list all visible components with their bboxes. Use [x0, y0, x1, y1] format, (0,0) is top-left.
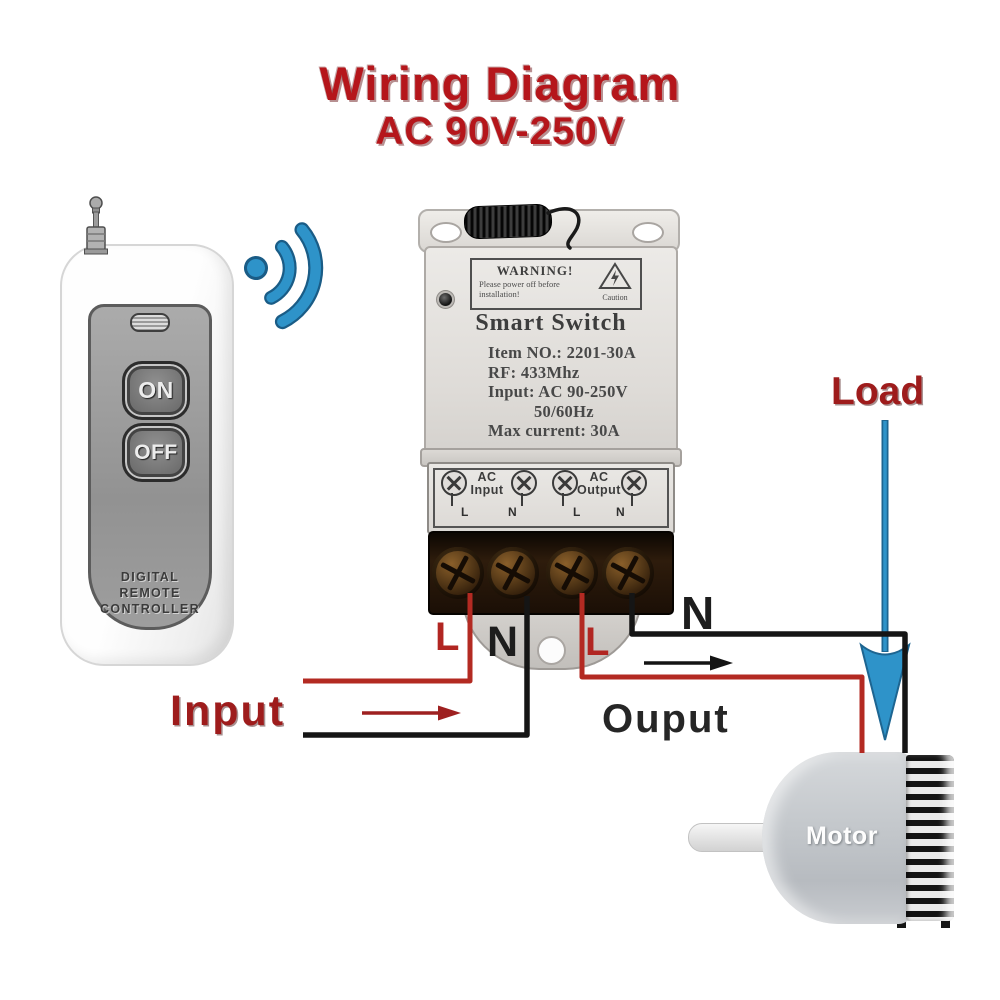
warning-line1: Please power off before — [479, 279, 560, 289]
terminal-boss-icon — [602, 547, 654, 599]
switch-name: Smart Switch — [475, 310, 627, 336]
remote-brand-line2: CONTROLLER — [100, 602, 200, 616]
input-live-l-label: L — [435, 615, 460, 659]
signal-icon — [244, 222, 324, 330]
remote-led-window — [130, 313, 170, 332]
remote-control: ON OFF DIGITAL REMOTE CONTROLLER — [60, 244, 234, 666]
output-label: Ouput — [602, 697, 730, 741]
terminal-screw-icon — [621, 470, 647, 496]
spring-antenna-icon — [463, 203, 553, 240]
input-flow-arrow-icon — [362, 705, 461, 721]
smart-switch: WARNING! Please power off before install… — [424, 246, 678, 454]
terminal-screw-icon — [511, 470, 537, 496]
warning-line2: installation! — [479, 289, 520, 299]
mount-hole-bottom — [537, 636, 566, 665]
caution-icon — [598, 262, 632, 289]
switch-specs: Item NO.: 2201-30A RF: 433Mhz Input: AC … — [488, 343, 673, 441]
off-button: OFF — [122, 423, 190, 482]
output-live-l-label: L — [585, 620, 610, 664]
terminal-boss-icon — [432, 547, 484, 599]
ac-input-group-label: AC Input — [470, 470, 504, 497]
terminal-pin-label: L — [461, 505, 469, 519]
remote-panel: ON OFF DIGITAL REMOTE CONTROLLER — [88, 304, 212, 630]
page-title: Wiring Diagram — [319, 57, 681, 110]
ac-output-group-label: AC Output — [577, 470, 621, 497]
remote-brand: DIGITAL REMOTE CONTROLLER — [91, 569, 209, 617]
spec-rf: RF: 433Mhz — [488, 362, 580, 382]
terminal-block — [428, 531, 674, 615]
warning-label: WARNING! Please power off before install… — [470, 258, 642, 310]
page-subtitle: AC 90V-250V — [375, 110, 625, 153]
motor-label: Motor — [806, 822, 878, 850]
remote-brand-line1: DIGITAL REMOTE — [119, 570, 181, 600]
terminal-pin-label: L — [573, 505, 581, 519]
spec-frequency: 50/60Hz — [534, 401, 594, 421]
load-arrow-icon — [859, 420, 911, 741]
mount-hole-left — [430, 222, 462, 243]
input-neutral-n-label: N — [487, 618, 519, 666]
spec-item-no: Item NO.: 2201-30A — [488, 343, 636, 362]
spec-max-current: Max current: 30A — [488, 421, 620, 440]
terminal-boss-icon — [487, 547, 539, 599]
on-button: ON — [122, 361, 190, 420]
terminal-strip: AC Input AC Output L N L N — [427, 462, 675, 534]
terminal-pin-label: N — [508, 505, 517, 519]
input-label: Input — [170, 687, 286, 735]
motor-shaft — [688, 823, 770, 852]
terminal-screw-icon — [441, 470, 467, 496]
terminal-screw-icon — [552, 470, 578, 496]
spec-input: Input: AC 90-250V — [488, 382, 628, 401]
terminal-pin-label: N — [616, 505, 625, 519]
motor — [762, 752, 912, 924]
terminal-label-plate — [433, 468, 669, 528]
output-neutral-n-label: N — [681, 587, 715, 639]
motor-foot — [941, 916, 950, 928]
caution-block: Caution — [595, 262, 635, 302]
load-label: Load — [831, 370, 925, 413]
motor-fins — [906, 755, 954, 921]
switch-led-icon — [439, 293, 452, 306]
warning-title: WARNING! — [496, 263, 574, 278]
caution-label: Caution — [602, 293, 628, 302]
output-flow-arrow-icon — [644, 655, 733, 671]
terminal-boss-icon — [546, 547, 598, 599]
warning-texts: WARNING! Please power off before install… — [479, 263, 591, 299]
mount-hole-right — [632, 222, 664, 243]
